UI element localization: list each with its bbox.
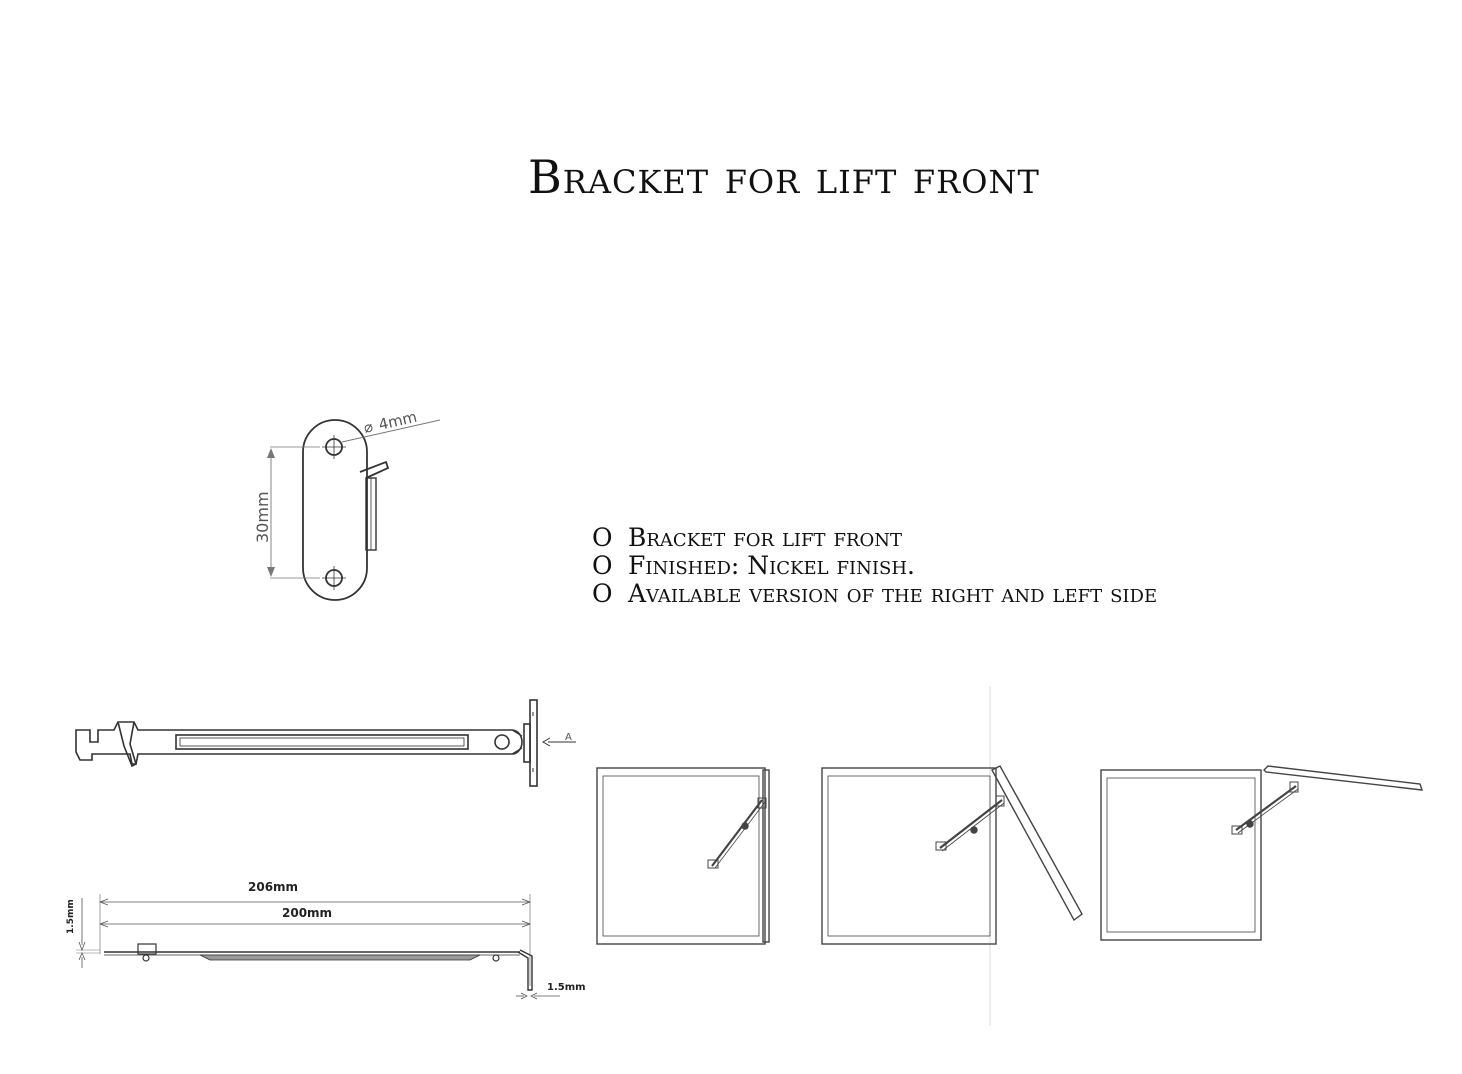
plate-tab — [359, 460, 390, 479]
feature-item: O Bracket for lift front — [592, 524, 1157, 552]
door-open — [1263, 765, 1424, 791]
door-half-open — [991, 765, 1083, 922]
feature-text: Bracket for lift front — [628, 523, 903, 552]
pivot-rivet — [494, 734, 510, 750]
hole-diameter-label: 4mm — [377, 408, 419, 434]
inner-length-label: 200mm — [282, 906, 332, 920]
feature-text: Available version of the right and left … — [628, 579, 1158, 608]
stay-arm — [1235, 785, 1297, 831]
feature-bullet: O — [592, 523, 613, 552]
bracket-side-view — [75, 699, 576, 787]
profile-catch — [137, 943, 157, 955]
cabinet-open — [1100, 765, 1424, 941]
stay-arm — [711, 799, 763, 867]
feature-item: O Finished: Nickel finish. — [592, 552, 1157, 580]
right-thickness-label: 1.5mm — [547, 982, 586, 993]
feature-item: O Available version of the right and lef… — [592, 580, 1157, 608]
hole-spacing-label: 30mm — [253, 491, 272, 543]
view-arrow-label: A — [565, 732, 572, 743]
bracket-catch — [117, 721, 137, 768]
door-closed — [762, 769, 770, 943]
feature-list: O Bracket for lift front O Finished: Nic… — [592, 524, 1157, 608]
bracket-profile-view — [76, 894, 560, 1000]
overall-length-label: 206mm — [248, 880, 298, 894]
left-thickness-label: 1.5mm — [66, 899, 76, 934]
bracket-slot — [175, 734, 469, 750]
stay-arm — [939, 799, 1003, 849]
mounting-plate-view — [267, 419, 441, 601]
pivot-block — [523, 723, 531, 763]
cabinet-closed — [596, 767, 770, 945]
profile-end-plate — [517, 949, 533, 991]
mounting-plate — [302, 419, 368, 601]
page-title: Bracket for lift front — [528, 150, 1040, 204]
feature-bullet: O — [592, 551, 613, 580]
end-plate — [529, 699, 538, 787]
feature-bullet: O — [592, 579, 613, 608]
diameter-symbol: ⌀ — [362, 417, 375, 437]
cabinet-half-open — [821, 765, 1083, 945]
feature-text: Finished: Nickel finish. — [628, 551, 915, 580]
bracket-body — [75, 721, 523, 765]
